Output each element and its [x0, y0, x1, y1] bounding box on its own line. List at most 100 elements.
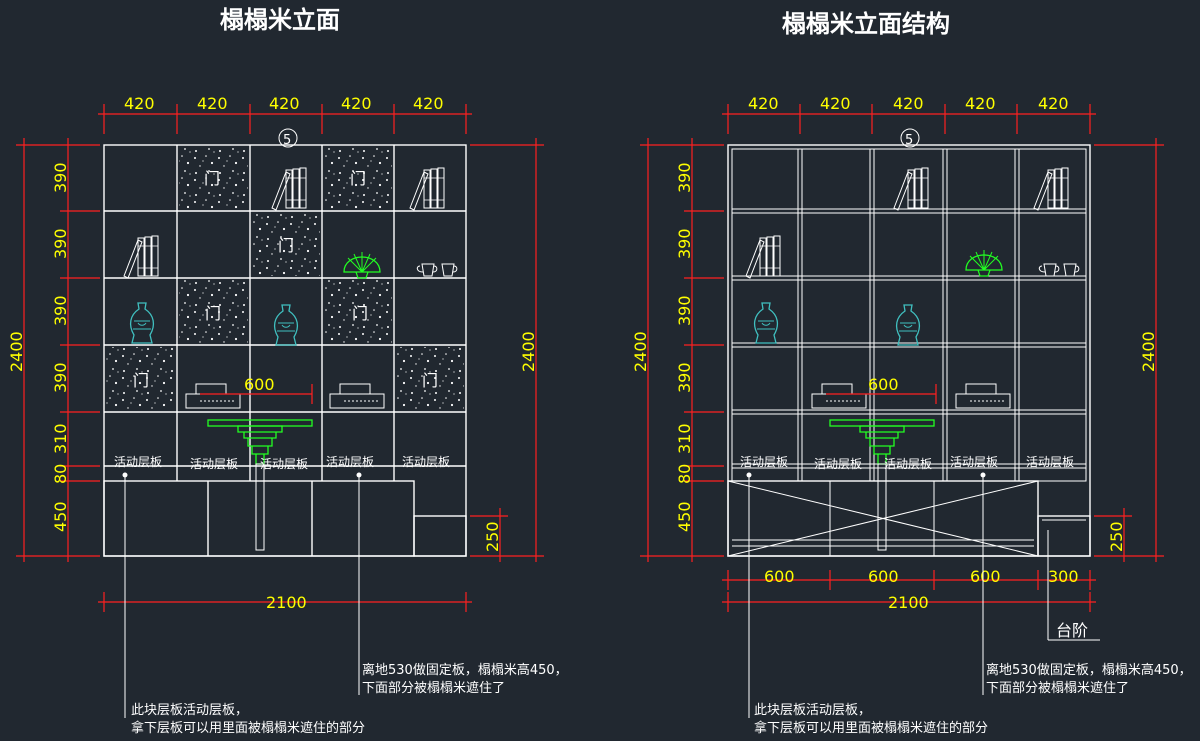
- left-overall-height: 2400: [7, 331, 26, 372]
- left-door-6: 门: [106, 347, 175, 410]
- right-note2-line2: 拿下层板可以用里面被榻榻米遮住的部分: [754, 720, 988, 736]
- left-bottom-dim: 2100: [266, 593, 307, 612]
- left-books-icon: [271, 167, 307, 211]
- svg-text:门: 门: [133, 371, 149, 390]
- right-section-marker-text: 5: [905, 133, 913, 148]
- right-shelf-label-2: 活动层板: [814, 457, 862, 471]
- right-shelf-label-4: 活动层板: [950, 455, 998, 469]
- left-shelf-label-2: 活动层板: [190, 457, 238, 471]
- right-side-dim-2: 390: [675, 228, 694, 259]
- left-top-dim-5: 420: [413, 94, 444, 113]
- right-top-dim-5: 420: [1038, 94, 1069, 113]
- left-books-icon-3: [123, 235, 159, 279]
- right-cabinet-frame: [727, 144, 1091, 557]
- left-top-dim-3: 420: [269, 94, 300, 113]
- left-inner-dim: 600: [244, 375, 275, 394]
- left-side-dimension: 390 390 390 390 310 80 450 2400: [7, 138, 100, 562]
- right-books-icon-2: [1033, 167, 1069, 211]
- left-cups-icon: [416, 263, 458, 277]
- right-top-dim-3: 420: [893, 94, 924, 113]
- right-side-dimension: 390 390 390 390 310 80 450 2400: [631, 138, 724, 562]
- left-top-dimension: 420 420 420 420 420: [98, 94, 472, 134]
- right-shell-icon: [965, 249, 1003, 277]
- right-bottom-seg-3: 600: [970, 567, 1001, 586]
- left-side-dim-1: 390: [51, 162, 70, 193]
- right-cups-icon: [1038, 263, 1080, 277]
- right-shelf-label-3: 活动层板: [884, 457, 932, 471]
- left-note1-line1: 离地530做固定板，榻榻米高450，: [362, 662, 568, 678]
- right-bottom-seg-2: 600: [868, 567, 899, 586]
- right-bottom-segments: 600 600 600 300: [722, 567, 1096, 590]
- right-boxes-icon-2: [955, 383, 1011, 409]
- left-section-marker-text: 5: [283, 133, 291, 148]
- right-top-dim-2: 420: [820, 94, 851, 113]
- left-books-icon-2: [409, 167, 445, 211]
- right-bottom-seg-1: 600: [764, 567, 795, 586]
- right-step-label: 台阶: [1056, 621, 1088, 640]
- svg-text:门: 门: [422, 371, 438, 390]
- left-right-height: 2400: [519, 331, 538, 372]
- left-door-2: 门: [324, 147, 392, 209]
- right-section-marker: [900, 128, 920, 148]
- right-overall-height: 2400: [631, 331, 650, 372]
- right-side-dim-5: 310: [675, 423, 694, 454]
- svg-text:门: 门: [278, 236, 294, 255]
- right-top-dimension: 420 420 420 420 420: [722, 94, 1096, 134]
- left-top-dim-4: 420: [341, 94, 372, 113]
- left-note2-line2: 拿下层板可以用里面被榻榻米遮住的部分: [131, 720, 365, 736]
- right-shelf-label-5: 活动层板: [1026, 455, 1074, 469]
- left-door-4: 门: [179, 280, 248, 343]
- svg-text:门: 门: [205, 304, 221, 323]
- left-table-leg: [255, 463, 265, 551]
- right-boxes-icon: [811, 383, 867, 409]
- right-table-leg: [877, 463, 887, 551]
- left-vase-icon: [129, 302, 155, 344]
- left-side-dim-4: 390: [51, 362, 70, 393]
- right-title: 榻榻米立面结构: [782, 10, 950, 38]
- left-shell-icon: [343, 251, 381, 279]
- right-inner-dim: 600: [868, 375, 899, 394]
- left-shelf-label-4: 活动层板: [326, 455, 374, 469]
- left-top-dim-1: 420: [124, 94, 155, 113]
- right-right-height: 2400: [1139, 331, 1158, 372]
- left-door-7: 门: [396, 347, 464, 410]
- left-vase-icon-2: [273, 304, 299, 346]
- left-small-height: 250: [483, 521, 502, 552]
- right-side-dim-7: 450: [675, 501, 694, 532]
- right-books-icon-3: [745, 235, 781, 279]
- right-top-dim-1: 420: [748, 94, 779, 113]
- left-side-dim-6: 80: [51, 464, 70, 484]
- svg-text:门: 门: [352, 304, 368, 323]
- right-top-dim-4: 420: [965, 94, 996, 113]
- right-vase-icon-2: [895, 304, 921, 346]
- left-side-dim-7: 450: [51, 501, 70, 532]
- right-note1-line1: 离地530做固定板，榻榻米高450，: [986, 662, 1192, 678]
- left-boxes-icon-2: [329, 383, 385, 409]
- left-doors: 门 门 门 门 门 门 门: [106, 147, 464, 410]
- svg-text:门: 门: [204, 169, 220, 188]
- left-note2-line1: 此块层板活动层板，: [131, 703, 248, 718]
- left-side-dim-5: 310: [51, 423, 70, 454]
- svg-text:门: 门: [350, 169, 366, 188]
- right-bottom-seg-4: 300: [1048, 567, 1079, 586]
- left-shelf-label-1: 活动层板: [114, 455, 162, 469]
- left-door-1: 门: [179, 147, 248, 209]
- left-shelf-label-5: 活动层板: [402, 455, 450, 469]
- right-side-dim-4: 390: [675, 362, 694, 393]
- right-note1-line2: 下面部分被榻榻米遮住了: [986, 680, 1129, 696]
- left-boxes-icon: [185, 383, 241, 409]
- left-elevation: 榻榻米立面 420 420 420 420 420 5: [7, 6, 568, 736]
- left-side-dim-3: 390: [51, 295, 70, 326]
- left-note1-line2: 下面部分被榻榻米遮住了: [362, 680, 505, 696]
- left-cabinet-frame: [103, 144, 467, 557]
- right-note2-line1: 此块层板活动层板，: [754, 703, 871, 718]
- left-shelf-label-3: 活动层板: [260, 457, 308, 471]
- right-right-dimension: 2400 250: [1094, 138, 1164, 562]
- right-side-dim-3: 390: [675, 295, 694, 326]
- right-side-dim-1: 390: [675, 162, 694, 193]
- right-vase-icon: [753, 302, 779, 344]
- left-side-dim-2: 390: [51, 228, 70, 259]
- right-side-dim-6: 80: [675, 464, 694, 484]
- left-title: 榻榻米立面: [220, 6, 340, 34]
